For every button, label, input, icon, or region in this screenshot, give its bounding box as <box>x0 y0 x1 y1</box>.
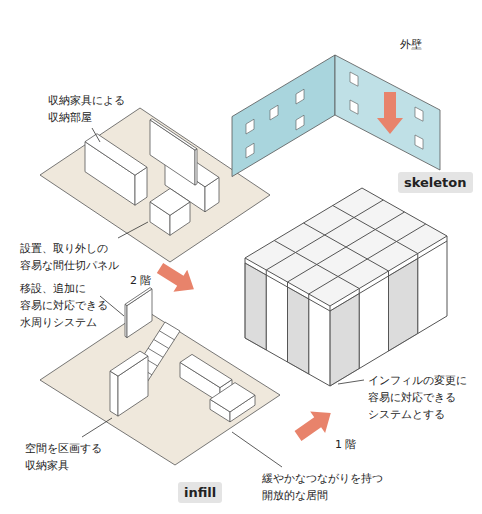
wall-label: 外壁 <box>400 36 422 53</box>
callout-note: 空間を区画する 収納家具 <box>25 440 105 474</box>
floor-label: 1 階 <box>335 436 357 453</box>
second-floor-furniture <box>85 119 219 236</box>
section-tag: skeleton <box>398 172 473 193</box>
skeleton-frame <box>245 188 447 386</box>
callout-note: 設置、取り外しの 容易な間仕切パネル <box>20 240 122 274</box>
section-name: skeleton <box>404 175 467 190</box>
callout-note: 移設、追加に 容易に対応できる 水周りシステム <box>20 280 111 331</box>
callout-note: インフィルの変更に 容易に対応できる システムとする <box>368 372 470 423</box>
first-floor-furniture <box>110 288 255 422</box>
callout-note: 緩やかなつながりを持つ 開放的な居間 <box>262 470 386 504</box>
direction-arrow <box>153 92 403 447</box>
section-name: infill <box>184 485 216 500</box>
floor-label: 2 階 <box>130 272 152 289</box>
callout-note: 収納家具による 収納部屋 <box>48 92 128 126</box>
leader-line <box>82 128 364 467</box>
first-floor-plate <box>40 310 280 465</box>
external-wall <box>232 55 440 177</box>
section-tag: infill <box>178 482 222 503</box>
